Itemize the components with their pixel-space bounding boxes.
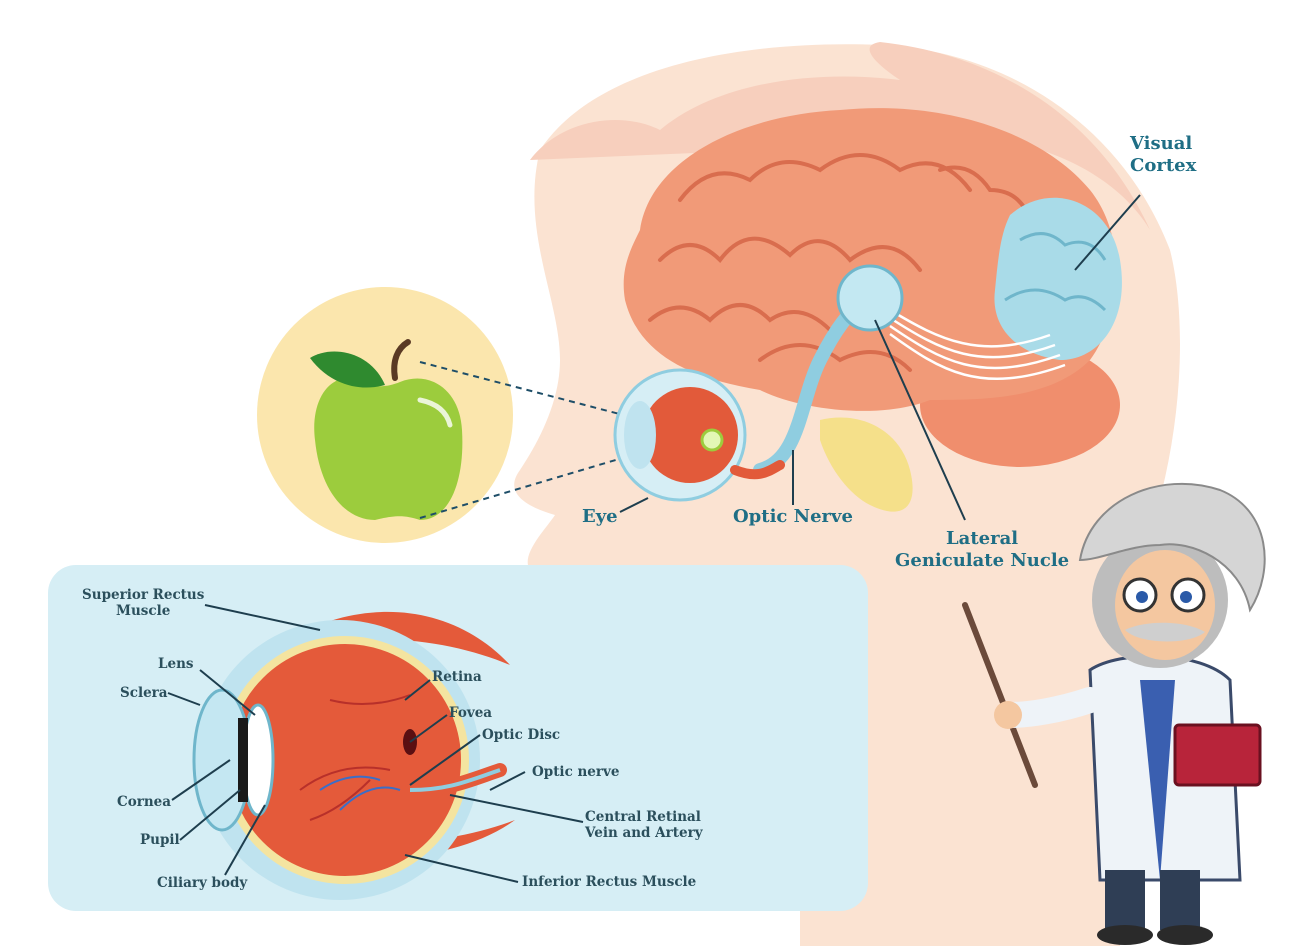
apple	[310, 339, 463, 520]
eye-label-leaders	[167, 604, 584, 883]
pupil-label: Pupil	[140, 832, 180, 848]
small-eye	[613, 368, 785, 502]
cornea-label: Cornea	[117, 794, 172, 810]
eye-label: Eye	[582, 506, 618, 527]
lgn-label-line1: Lateral	[946, 528, 1019, 549]
lateral-geniculate-nucleus	[836, 264, 904, 332]
visual-cortex-label: Visual Cortex	[1130, 133, 1196, 176]
fovea-label: Fovea	[449, 705, 493, 721]
lgn-label: Lateral Geniculate Nucle	[895, 528, 1069, 571]
optic-disc-label: Optic Disc	[482, 727, 561, 743]
ciliary-body-label: Ciliary body	[157, 875, 248, 891]
retina-label: Retina	[432, 669, 482, 685]
superior-rectus-label-line2: Muscle	[116, 603, 171, 620]
visual-cortex-label-line1: Visual	[1130, 133, 1193, 154]
lgn-label-line2: Geniculate Nucle	[895, 549, 1070, 571]
central-retinal-label: Central Retinal Vein and Artery	[585, 809, 703, 841]
superior-rectus-label: Superior Rectus Muscle	[82, 587, 204, 619]
brain	[623, 108, 1122, 411]
professor-cartoon	[962, 482, 1266, 945]
brainstem	[820, 417, 913, 512]
sclera-label: Sclera	[120, 685, 168, 701]
optic-nerve-label: Optic Nerve	[733, 506, 853, 527]
central-retinal-label-line1: Central Retinal	[585, 809, 701, 825]
optic-radiations	[889, 308, 1066, 380]
optic-nerve-inset-label: Optic nerve	[532, 764, 620, 780]
visual-cortex-label-line2: Cortex	[1130, 154, 1197, 176]
superior-rectus-label-line1: Superior Rectus	[82, 587, 205, 603]
lens-label: Lens	[158, 656, 194, 672]
inferior-rectus-label: Inferior Rectus Muscle	[522, 874, 697, 890]
central-retinal-label-line2: Vein and Artery	[585, 825, 703, 842]
